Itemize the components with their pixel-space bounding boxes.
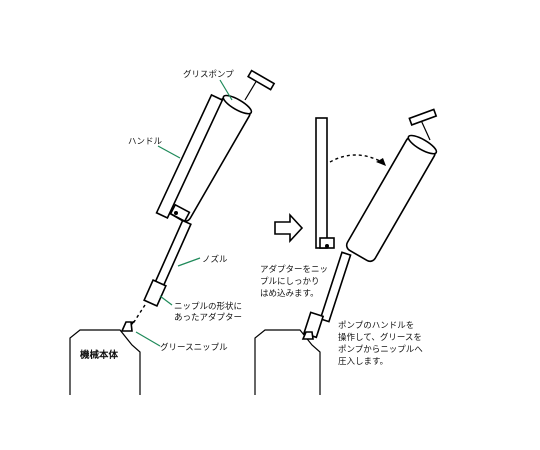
left-plunger-rod: [244, 79, 258, 101]
label-handle: ハンドル: [128, 137, 163, 147]
label-machine-body: 機械本体: [80, 349, 119, 361]
label-step2-line4: 圧入します。: [338, 357, 388, 367]
label-step2-line3: ポンプからニップルへ: [338, 345, 423, 355]
label-adapter-line2: あったアダプター: [174, 312, 242, 323]
leader-grease-nipple: [135, 331, 161, 347]
leader-nozzle: [177, 257, 201, 267]
leader-adapter: [159, 295, 173, 306]
right-t-handle: [408, 108, 438, 126]
label-nozzle: ノズル: [202, 254, 228, 265]
label-grease-pump: グリスポンプ: [183, 69, 234, 80]
leader-handle: [157, 145, 181, 159]
left-adapter: [143, 279, 167, 307]
left-t-handle: [247, 69, 276, 91]
right-figure: アダプターをニッ プルにしっかり はめ込みます。 ポンプのハンドルを 操作して、…: [254, 108, 438, 395]
machine-body-outline: [69, 329, 141, 395]
left-figure: グリスポンプ ハンドル ノズル ニップルの形状に あったアダプター グリースニッ…: [69, 69, 276, 395]
right-arrow-icon: [274, 212, 304, 244]
label-step2-line2: 操作して、グリースを: [338, 332, 422, 343]
label-step1-line1: アダプターをニッ: [260, 264, 328, 275]
right-machine-body-outline: [254, 329, 321, 395]
label-adapter-line1: ニップルの形状に: [174, 301, 242, 312]
label-step1-line3: はめ込みます。: [260, 288, 319, 299]
right-lever-handle: [315, 117, 328, 249]
leader-grease-pump: [219, 79, 233, 101]
right-pivot: [325, 244, 329, 248]
right-grease-nipple: [301, 331, 314, 340]
right-motion-arrowhead: [376, 158, 386, 166]
label-step2-line1: ポンプのハンドルを: [338, 321, 414, 331]
left-grease-nipple: [120, 321, 133, 332]
left-pivot: [174, 211, 178, 215]
right-nozzle: [319, 251, 352, 323]
right-pump-body: [345, 134, 438, 263]
label-grease-nipple: グリースニップル: [160, 342, 228, 353]
label-step1-line2: プルにしっかり: [260, 277, 320, 287]
left-hinge: [169, 203, 191, 223]
left-lever-handle: [155, 93, 224, 219]
left-nozzle: [153, 219, 192, 290]
right-motion-dash: [329, 154, 383, 163]
